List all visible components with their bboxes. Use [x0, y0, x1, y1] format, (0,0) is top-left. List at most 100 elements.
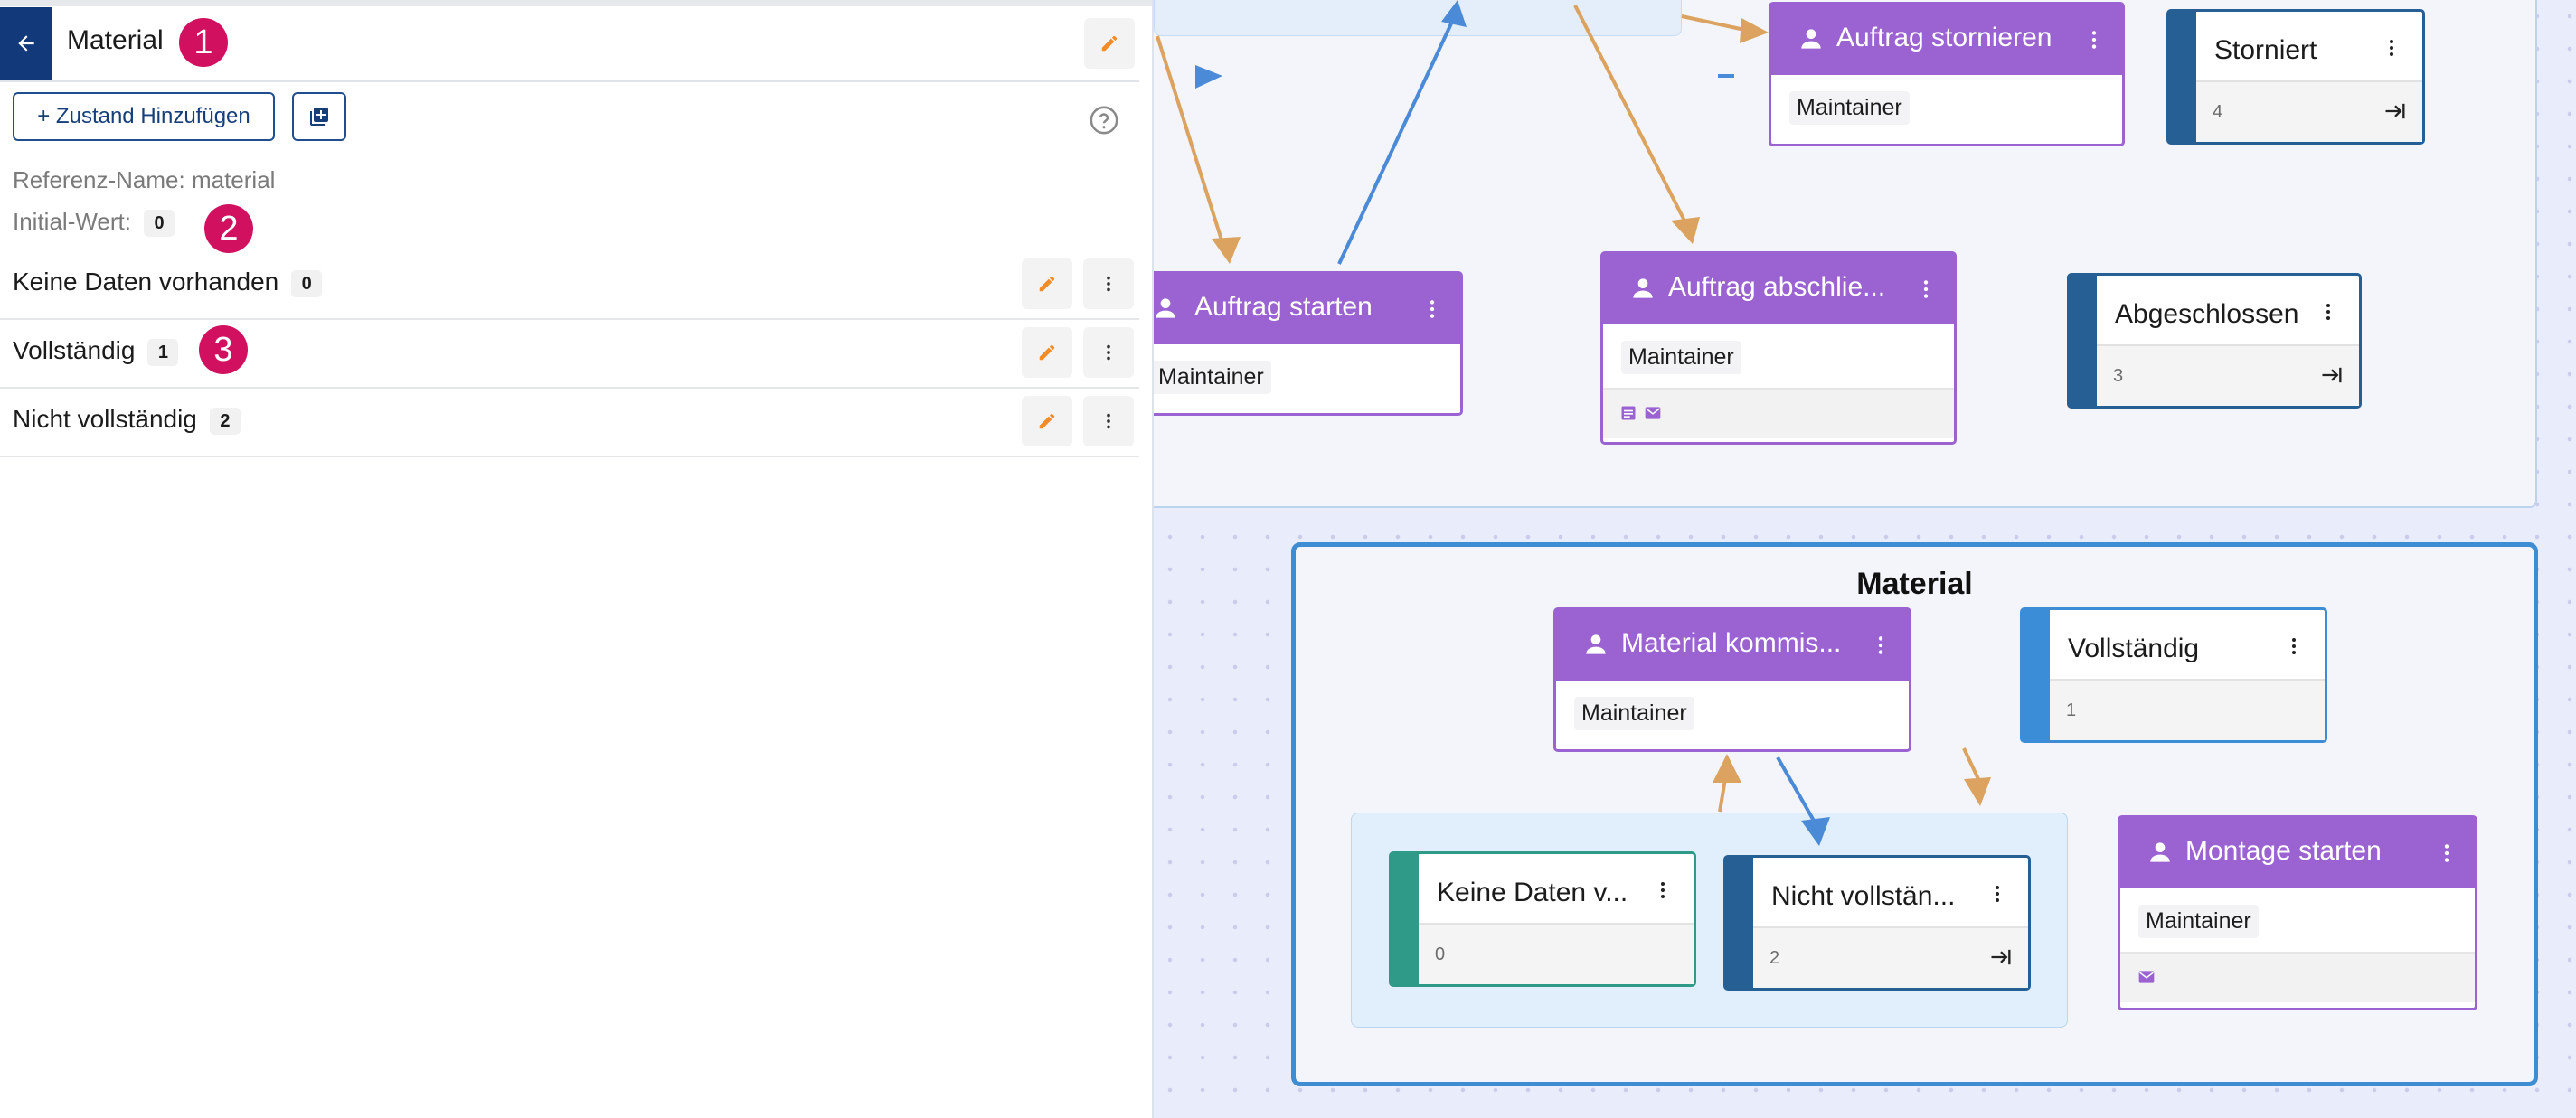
more-vertical-icon[interactable]	[1869, 634, 1892, 657]
state-node[interactable]: Abgeschlossen 3	[2067, 273, 2362, 409]
action-header: Auftrag stornieren	[1771, 5, 2122, 75]
more-vertical-icon	[1107, 344, 1110, 361]
final-state-icon	[2322, 367, 2342, 383]
state-node[interactable]: Vollständig 1	[2020, 607, 2327, 743]
more-vertical-icon	[1107, 413, 1110, 429]
workflow-canvas[interactable]: Material	[1154, 0, 2576, 1118]
state-value-chip: 0	[291, 269, 323, 297]
pencil-icon	[1039, 344, 1055, 361]
more-vertical-icon[interactable]	[2082, 28, 2106, 52]
action-header: Auftrag abschlie...	[1603, 254, 1954, 324]
action-header: Material kommis...	[1556, 610, 1909, 681]
edit-title-button[interactable]	[1084, 18, 1135, 69]
state-title: Storniert	[2214, 35, 2317, 65]
callout-badge-2: 2	[204, 204, 253, 253]
action-node[interactable]: Auftrag abschlie... Maintainer	[1600, 251, 1957, 445]
state-menu-button[interactable]	[1083, 258, 1134, 309]
person-icon	[1586, 634, 1606, 654]
edit-state-button[interactable]	[1022, 396, 1072, 446]
initial-value-label: Initial-Wert:	[13, 208, 131, 235]
state-menu-button[interactable]	[1083, 327, 1134, 378]
state-color-bar	[2169, 12, 2196, 142]
mail-icon	[2138, 971, 2155, 983]
more-vertical-icon[interactable]	[2283, 635, 2305, 657]
form-icon	[1621, 406, 1636, 420]
mail-icon	[1645, 407, 1661, 419]
state-value: 4	[2213, 102, 2223, 122]
state-footer: 3	[2097, 344, 2359, 406]
state-footer: 4	[2196, 80, 2422, 142]
role-chip: Maintainer	[2138, 905, 2259, 938]
state-value-chip: 1	[147, 338, 179, 366]
state-node[interactable]: Storniert 4	[2166, 9, 2425, 145]
state-title: Keine Daten v...	[1437, 878, 1628, 907]
state-node[interactable]: Keine Daten v... 0	[1389, 851, 1696, 987]
add-state-button[interactable]: + Zustand Hinzufügen	[13, 92, 275, 141]
state-color-bar	[1726, 858, 1753, 988]
pencil-icon	[1039, 276, 1055, 292]
callout-badge-3: 3	[199, 325, 248, 374]
person-icon	[2150, 842, 2170, 862]
state-node[interactable]: Nicht vollstän... 2	[1723, 855, 2031, 991]
state-color-bar	[1392, 854, 1419, 984]
action-role-row: Maintainer	[1771, 75, 2122, 138]
role-chip: Maintainer	[1621, 341, 1741, 374]
duplicate-button[interactable]	[292, 92, 346, 141]
action-title: Auftrag starten	[1194, 292, 1373, 322]
state-footer: 1	[2050, 679, 2325, 740]
state-variable-panel: Material 1 + Zustand Hinzufügen Referenz…	[0, 0, 1154, 1118]
edit-state-button[interactable]	[1022, 327, 1072, 378]
callout-badge-1: 1	[179, 18, 228, 67]
role-chip: Maintainer	[1154, 361, 1271, 394]
final-state-icon	[1991, 949, 2011, 965]
more-vertical-icon[interactable]	[1652, 879, 1674, 901]
edit-state-button[interactable]	[1022, 258, 1072, 309]
state-title: Vollständig	[2068, 634, 2200, 663]
help-icon[interactable]	[1089, 105, 1119, 140]
more-vertical-icon[interactable]	[1914, 277, 1938, 301]
more-vertical-icon[interactable]	[2381, 37, 2402, 59]
pencil-icon	[1101, 35, 1118, 52]
state-footer: 0	[1419, 923, 1694, 984]
back-button[interactable]	[0, 7, 52, 80]
arrow-left-icon	[18, 35, 34, 52]
more-vertical-icon[interactable]	[1986, 883, 2008, 905]
more-vertical-icon	[1107, 276, 1110, 292]
action-title: Auftrag abschlie...	[1668, 272, 1886, 302]
edge-arrowheads-orange	[1212, 18, 1991, 806]
state-menu-button[interactable]	[1083, 396, 1134, 446]
action-role-row: Maintainer	[1556, 681, 1909, 744]
state-value-chip: 2	[209, 407, 241, 435]
initial-value-chip: 0	[144, 210, 175, 238]
state-value: 3	[2113, 366, 2124, 386]
action-role-row: Maintainer	[1603, 324, 1954, 388]
action-node[interactable]: Auftrag starten Maintainer	[1154, 271, 1463, 416]
action-header: Montage starten	[2120, 818, 2475, 888]
action-node[interactable]: Material kommis... Maintainer	[1553, 607, 1911, 752]
action-tags-row	[1603, 388, 1954, 438]
library-add-icon	[310, 108, 328, 126]
action-node[interactable]: Auftrag stornieren Maintainer	[1769, 2, 2125, 146]
state-value: 0	[1435, 944, 1446, 964]
more-vertical-icon[interactable]	[2435, 841, 2458, 865]
edge-orange	[1156, 5, 1980, 813]
person-icon	[1156, 298, 1175, 318]
action-header: Auftrag starten	[1154, 274, 1460, 344]
state-value: 2	[1769, 948, 1780, 968]
more-vertical-icon[interactable]	[2317, 301, 2339, 323]
action-node[interactable]: Montage starten Maintainer	[2118, 815, 2477, 1010]
person-icon	[1801, 29, 1821, 49]
pencil-icon	[1039, 413, 1055, 429]
action-role-row: Maintainer	[1154, 344, 1460, 408]
panel-top-divider	[0, 0, 1152, 6]
role-chip: Maintainer	[1789, 91, 1910, 125]
more-vertical-icon[interactable]	[1420, 297, 1444, 321]
panel-header: Material 1	[0, 7, 1139, 82]
final-state-icon	[2385, 103, 2405, 119]
